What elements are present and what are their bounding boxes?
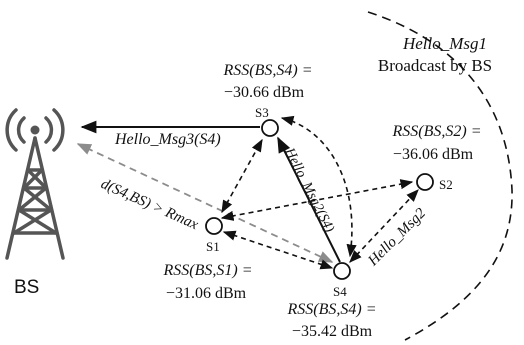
rss-s2-value: −36.06 dBm [393, 146, 474, 163]
distance-arrow [76, 143, 334, 263]
rss-s4-top-expr: RSS(BS,S4) = [223, 62, 313, 79]
rss-s2-expr: RSS(BS,S2) = [392, 123, 482, 140]
link-s4-s2 [349, 189, 419, 263]
broadcast-range-arc [367, 11, 513, 341]
rss-s4-bottom-expr: RSS(BS,S4) = [287, 301, 377, 318]
cell-tower-icon [5, 108, 65, 260]
node-s3-label: S3 [255, 105, 269, 120]
rss-s1-expr: RSS(BS,S1) = [163, 262, 253, 279]
distance-label: d(S4,BS) > Rmax [98, 176, 200, 233]
node-s3 [261, 119, 279, 137]
link-s1-s3 [221, 138, 263, 214]
rss-s4-bottom-value: −35.42 dBm [292, 323, 373, 340]
rss-s4-top-value: −30.66 dBm [224, 84, 305, 101]
broadcast-msg-label: Hello_Msg1 [402, 34, 487, 53]
node-s1-label: S1 [206, 239, 220, 254]
node-s4-label: S4 [333, 284, 347, 299]
link-s3-s4-curve [280, 115, 357, 258]
node-s4 [333, 262, 351, 280]
msg-s4-s2-label: Hello_Msg2 [365, 205, 430, 270]
node-s1 [205, 217, 223, 235]
node-s2 [416, 173, 434, 191]
rss-s1-value: −31.06 dBm [166, 285, 247, 302]
broadcast-line2: Broadcast by BS [378, 56, 492, 75]
link-s1-s4 [222, 230, 334, 270]
node-s2-label: S2 [439, 177, 453, 192]
msg-to-bs-label: Hello_Msg3(S4) [114, 131, 221, 148]
bs-label: BS [14, 277, 39, 298]
msg-s4-s3-label: Hello_Msg2(S4) [281, 145, 337, 235]
